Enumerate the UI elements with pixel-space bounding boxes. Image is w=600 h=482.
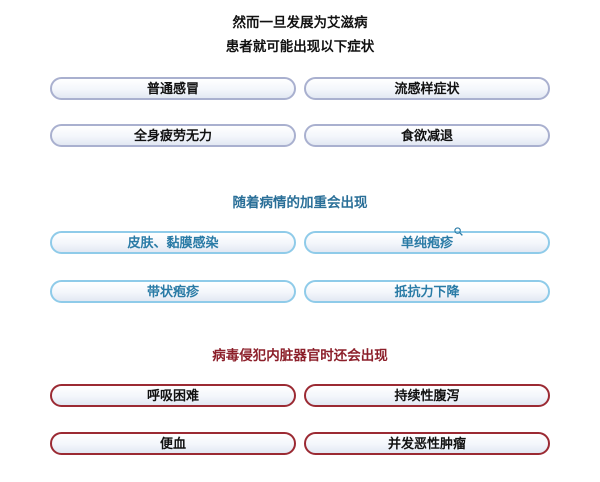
magnifier-icon: [454, 227, 463, 236]
symptom-appetite-loss: 食欲减退: [304, 124, 550, 147]
symptom-fatigue: 全身疲劳无力: [50, 124, 296, 147]
symptom-reduced-immunity: 抵抗力下降: [304, 280, 550, 303]
intro-heading-line2: 患者就可能出现以下症状: [225, 39, 375, 55]
organ-heading: 病毒侵犯内脏器官时还会出现: [212, 348, 388, 364]
symptom-flu-like: 流感样症状: [304, 77, 550, 100]
symptom-common-cold: 普通感冒: [50, 77, 296, 100]
intro-heading-line1: 然而一旦发展为艾滋病: [232, 15, 368, 31]
symptom-skin-infection: 皮肤、黏膜感染: [50, 231, 296, 254]
symptom-herpes-zoster: 带状疱疹: [50, 280, 296, 303]
symptom-malignant-tumor: 并发恶性肿瘤: [304, 432, 550, 455]
symptom-bloody-stool: 便血: [50, 432, 296, 455]
symptom-herpes-simplex: 单纯疱疹: [304, 227, 550, 254]
symptom-chronic-diarrhea: 持续性腹泻: [304, 384, 550, 407]
progression-heading: 随着病情的加重会出现: [232, 195, 368, 211]
intro-heading: 然而一旦发展为艾滋病 患者就可能出现以下症状: [0, 14, 600, 62]
symptom-dyspnea: 呼吸困难: [50, 384, 296, 407]
